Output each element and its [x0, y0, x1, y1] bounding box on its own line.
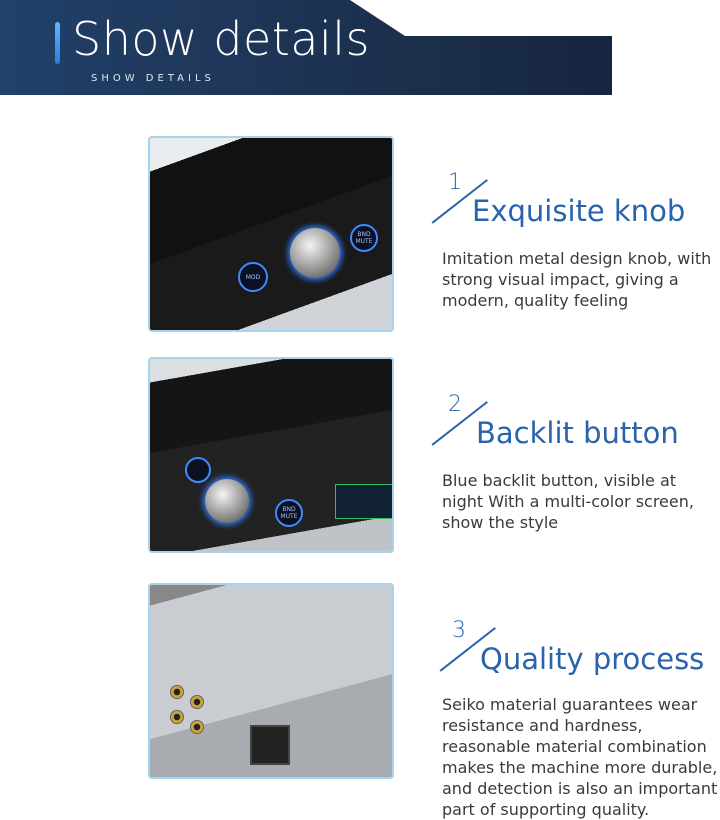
knob-image — [205, 479, 249, 523]
button-image — [185, 457, 211, 483]
display-screen-image — [335, 484, 392, 519]
rca-jack — [190, 695, 204, 709]
rca-jack — [170, 685, 184, 699]
feature-number: 2 — [448, 392, 462, 417]
accent-bar — [55, 22, 60, 64]
feature-description: Blue backlit button, visible at night Wi… — [442, 471, 694, 532]
photo-chassis — [148, 583, 394, 779]
rca-jack — [190, 720, 204, 734]
page-subtitle: SHOW DETAILS — [91, 73, 215, 84]
mod-button-image: MOD — [238, 262, 268, 292]
bnd-button-image: BND MUTE — [350, 224, 378, 252]
feature-description: Imitation metal design knob, with strong… — [442, 249, 712, 310]
photo-knob: MOD BND MUTE — [148, 136, 394, 332]
rca-jack — [170, 710, 184, 724]
feature-number: 3 — [452, 618, 466, 643]
bnd-button-image: BND MUTE — [275, 499, 303, 527]
feature-heading: Backlit button — [476, 416, 679, 450]
feature-number: 1 — [448, 170, 462, 195]
page-title: Show details — [72, 12, 370, 66]
wiring-connector — [250, 725, 290, 765]
feature-description: Seiko material guarantees wear resistanc… — [442, 695, 718, 819]
photo-backlit: BND MUTE — [148, 357, 394, 553]
feature-heading: Exquisite knob — [472, 194, 686, 228]
feature-heading: Quality process — [480, 642, 705, 676]
knob-image — [290, 228, 340, 278]
